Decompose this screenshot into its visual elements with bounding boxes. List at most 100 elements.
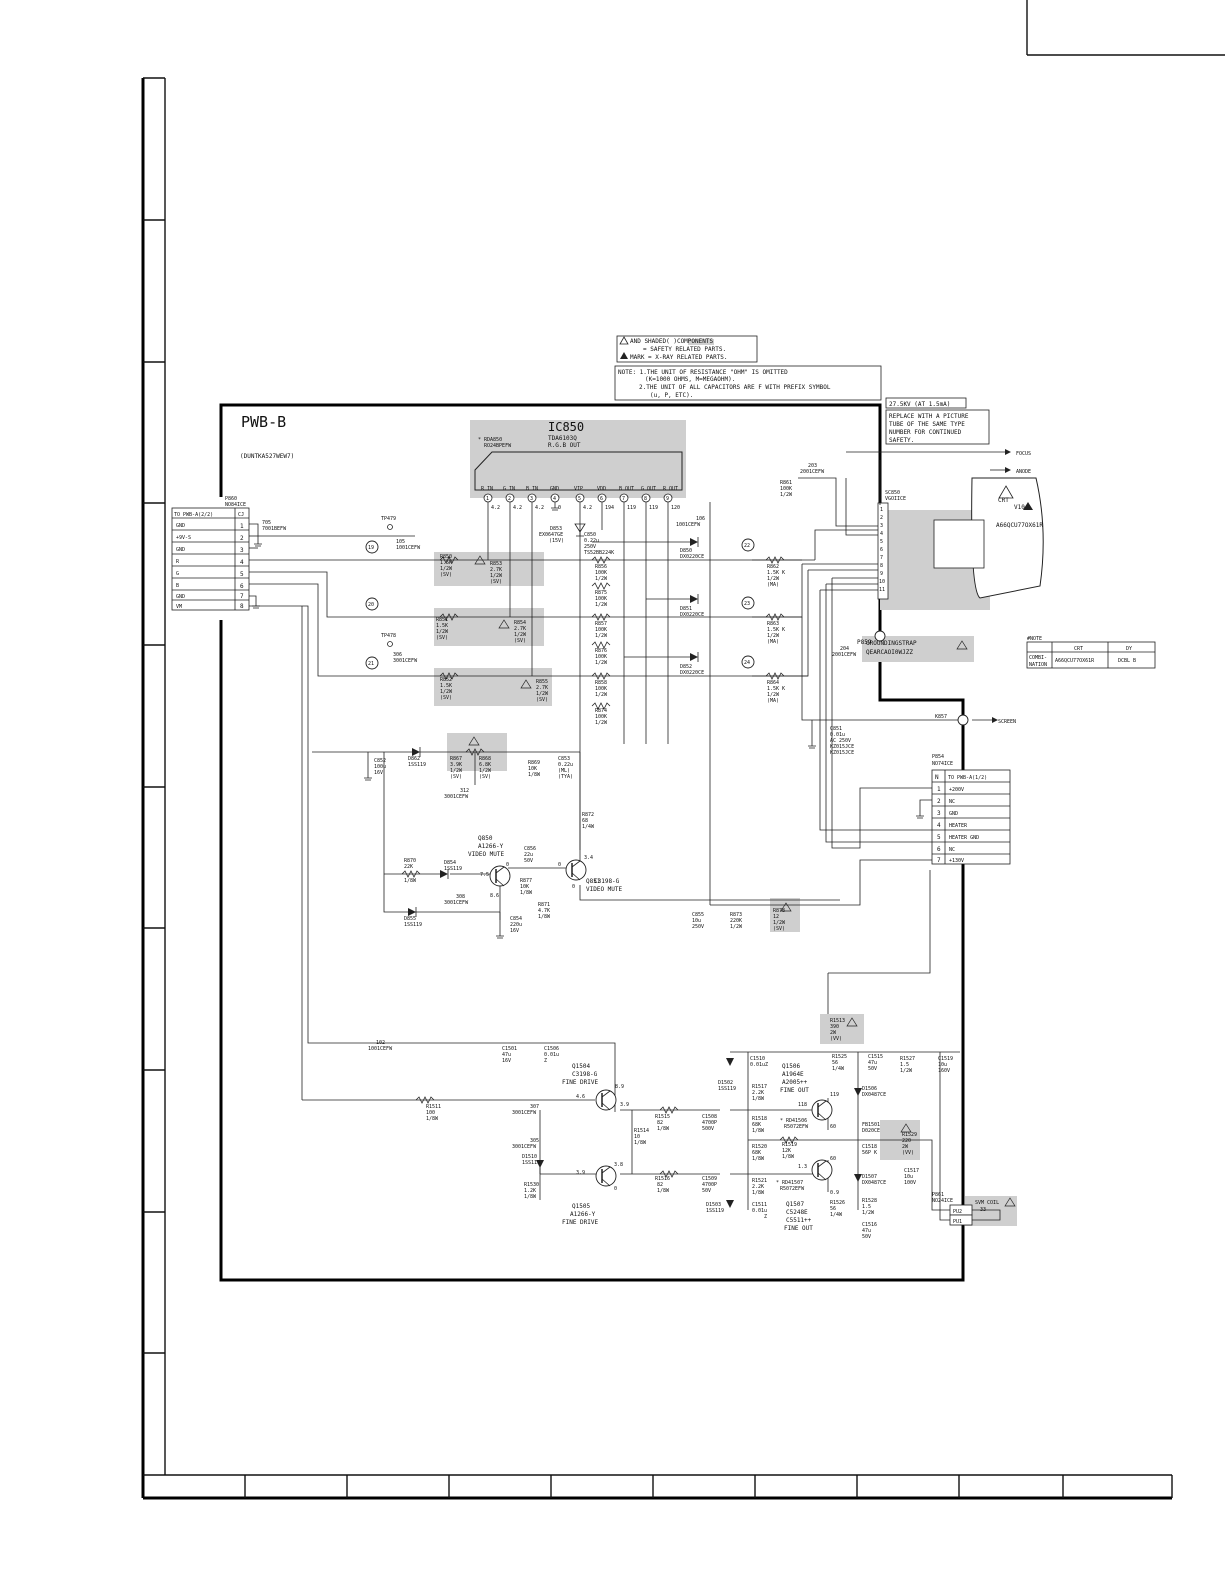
svg-text:3001CEFW: 3001CEFW: [393, 658, 418, 664]
p860-part: NO84ICE: [225, 502, 246, 508]
p860-pins: GND +9V-S GND R G B GND VM 1 2 3 4 5 6 7…: [172, 523, 249, 610]
ic-pin-number: 3: [530, 496, 533, 502]
svg-text:2W: 2W: [830, 1030, 837, 1036]
voltage: 0: [614, 1186, 617, 1192]
tp-478: TP478: [381, 633, 396, 639]
svg-text:1/4W: 1/4W: [832, 1066, 845, 1072]
svg-text:100K: 100K: [595, 627, 607, 633]
svg-text:D1506: D1506: [862, 1086, 877, 1092]
connector-p860: P860 NO84ICE TO PWB-A(2/2) CJ GND +9V-S …: [171, 496, 250, 611]
svg-text:FINE DRIVE: FINE DRIVE: [562, 1079, 599, 1086]
p854-ref: P854: [932, 754, 944, 760]
svg-text:D853: D853: [550, 526, 562, 532]
svg-text:DX0220CE: DX0220CE: [680, 554, 704, 560]
p860-pin-name: +9V-S: [176, 535, 191, 541]
svg-text:R861: R861: [780, 480, 792, 486]
svg-text:C850: C850: [584, 532, 596, 538]
svg-text:KZ015JCE: KZ015JCE: [830, 750, 854, 756]
ic-part: TDA6103Q: [548, 435, 577, 442]
tp-479: TP479: [381, 516, 396, 522]
svg-text:C854: C854: [510, 916, 522, 922]
svg-text:1/8W: 1/8W: [752, 1190, 765, 1196]
svg-text:VIDEO MUTE: VIDEO MUTE: [468, 851, 505, 858]
socket-pin: 3: [880, 523, 883, 529]
svg-text:3001CEFW: 3001CEFW: [444, 900, 469, 906]
voltage: 3.9: [620, 1102, 629, 1108]
ic-pin-voltage: 4.2: [491, 505, 500, 511]
svg-text:R851: R851: [436, 617, 448, 623]
svg-text:2W: 2W: [902, 1144, 909, 1150]
svg-text:1/2W: 1/2W: [595, 576, 608, 582]
svg-text:D1510: D1510: [522, 1154, 537, 1160]
voltage: 7.5: [480, 872, 489, 878]
svg-text:390: 390: [830, 1024, 839, 1030]
svg-text:102: 102: [376, 1040, 385, 1046]
svg-text:1.5K: 1.5K: [440, 560, 452, 566]
svg-text:R1521: R1521: [752, 1178, 767, 1184]
svg-text:FINE DRIVE: FINE DRIVE: [562, 1219, 599, 1226]
ic-pin-name: R OUT: [663, 486, 678, 492]
combination-table: #NOTE CRT DY COMBI- NATION A66QCU77OX61R…: [1026, 636, 1156, 669]
svg-text:C1509: C1509: [702, 1176, 717, 1182]
svg-text:1/2W: 1/2W: [536, 691, 549, 697]
svg-text:R862: R862: [767, 564, 779, 570]
svg-text:1/8W: 1/8W: [538, 914, 551, 920]
svg-text:AC 250V: AC 250V: [830, 738, 851, 744]
svg-text:R1516: R1516: [655, 1176, 670, 1182]
svg-text:0.01uZ: 0.01uZ: [750, 1062, 768, 1068]
svg-text:50V: 50V: [868, 1066, 877, 1072]
svg-text:R1525: R1525: [832, 1054, 847, 1060]
svg-text:R5072EFW: R5072EFW: [780, 1186, 805, 1192]
svg-text:R871: R871: [538, 902, 550, 908]
svg-text:2.7K: 2.7K: [536, 685, 548, 691]
p860-header-tag: CJ: [238, 512, 244, 518]
svg-text:1/4W: 1/4W: [830, 1212, 843, 1218]
svg-text:500V: 500V: [702, 1126, 714, 1132]
svg-text:FB1501: FB1501: [862, 1122, 880, 1128]
svg-text:1SS119: 1SS119: [718, 1086, 736, 1092]
combination-dy-value: DCBL B: [1118, 658, 1136, 664]
svg-text:1.5: 1.5: [900, 1062, 909, 1068]
svg-text:Q851: Q851: [586, 878, 601, 885]
svg-text:A1266-Y: A1266-Y: [570, 1211, 596, 1218]
svg-text:1.5K: 1.5K: [436, 623, 448, 629]
ic-ref-1: * RDA850: [478, 437, 502, 443]
svg-text:10u: 10u: [938, 1062, 947, 1068]
ground-symbols: [252, 502, 924, 939]
svg-text:100u: 100u: [374, 764, 386, 770]
p860-pin-name: G: [176, 571, 179, 577]
svg-text:22u: 22u: [524, 852, 533, 858]
svg-text:1/2W: 1/2W: [773, 920, 786, 926]
svg-text:D855: D855: [404, 916, 416, 922]
svg-text:R856: R856: [595, 564, 607, 570]
p854-header: TO PWB-A(1/2): [948, 775, 987, 781]
svg-text:1.2K: 1.2K: [524, 1188, 536, 1194]
svg-text:R877: R877: [520, 878, 532, 884]
p860-pin-name: VM: [176, 604, 182, 610]
ic-pin-name: VIP: [574, 486, 583, 492]
socket-ref: SC850: [885, 490, 900, 496]
svg-text:1/2W: 1/2W: [862, 1210, 875, 1216]
svg-text:2.2K: 2.2K: [752, 1184, 764, 1190]
svg-text:C1516: C1516: [862, 1222, 877, 1228]
svg-text:16V: 16V: [502, 1058, 511, 1064]
svg-text:1001CEFW: 1001CEFW: [396, 545, 421, 551]
ic-pin-number: 8: [644, 496, 647, 502]
svg-text:Q1504: Q1504: [572, 1063, 590, 1070]
p854-pin-name: +200V: [949, 787, 964, 793]
ic-pin-number: 1: [486, 496, 489, 502]
